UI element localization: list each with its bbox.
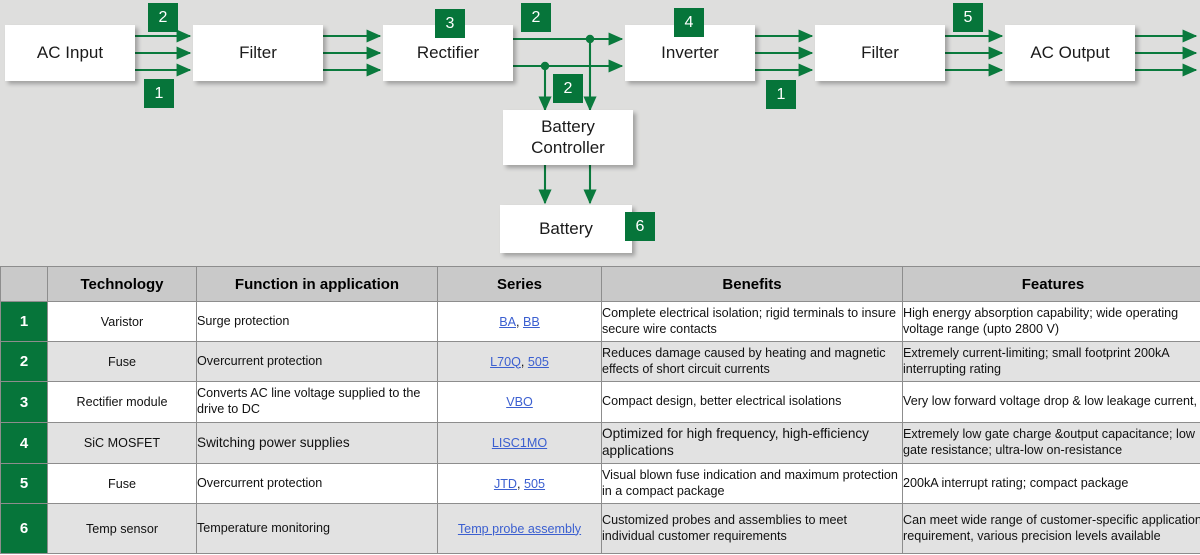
cell-features: Extremely current-limiting; small footpr…	[902, 341, 1200, 382]
badge-battery-branch: 2	[553, 74, 583, 103]
table-row: 5 Fuse Overcurrent protection JTD, 505 V…	[0, 463, 1200, 504]
col-header-technology: Technology	[47, 266, 197, 302]
block-filter-output: Filter	[815, 25, 945, 81]
cell-function: Converts AC line voltage supplied to the…	[196, 381, 438, 423]
table-row: 6 Temp sensor Temperature monitoring Tem…	[0, 503, 1200, 554]
cell-benefits: Optimized for high frequency, high-effic…	[601, 422, 903, 464]
row-index-badge: 3	[0, 381, 48, 423]
series-link[interactable]: BB	[523, 314, 540, 329]
badge-label: 1	[776, 85, 786, 103]
cell-series: VBO	[437, 381, 602, 423]
block-battery: Battery	[500, 205, 632, 253]
cell-features: Extremely low gate charge &output capaci…	[902, 422, 1200, 464]
block-filter-input: Filter	[193, 25, 323, 81]
block-label: AC Output	[1030, 42, 1110, 62]
series-link[interactable]: Temp probe assembly	[457, 521, 582, 536]
component-table: Technology Function in application Serie…	[0, 266, 1200, 554]
series-link[interactable]: 505	[524, 476, 546, 491]
block-label: Filter	[239, 42, 277, 62]
table-row: 3 Rectifier module Converts AC line volt…	[0, 381, 1200, 423]
col-header-features: Features	[902, 266, 1200, 302]
block-label: Inverter	[661, 42, 719, 62]
badge-filter-output: 5	[953, 3, 983, 32]
block-label: Filter	[861, 42, 899, 62]
badge-dc-bus: 2	[521, 3, 551, 32]
series-separator: ,	[517, 476, 525, 491]
badge-inverter: 4	[674, 8, 704, 37]
cell-benefits: Complete electrical isolation; rigid ter…	[601, 301, 903, 342]
series-link[interactable]: VBO	[506, 395, 533, 409]
cell-technology: Rectifier module	[47, 381, 197, 423]
cell-series: JTD, 505	[437, 463, 602, 504]
series-link[interactable]: LISC1MO	[491, 436, 548, 450]
badge-inverter-bottom: 1	[766, 80, 796, 109]
cell-technology: Fuse	[47, 341, 197, 382]
badge-ac-input-bottom: 1	[144, 79, 174, 108]
block-label: Battery	[539, 218, 593, 238]
component-table-wrapper: Technology Function in application Serie…	[0, 266, 1200, 555]
cell-function: Switching power supplies	[196, 422, 438, 464]
series-link[interactable]: L70Q	[490, 354, 521, 369]
cell-technology: Fuse	[47, 463, 197, 504]
badge-label: 2	[531, 8, 541, 26]
table-row: 1 Varistor Surge protection BA, BB Compl…	[0, 301, 1200, 342]
badge-ac-input-top: 2	[148, 3, 178, 32]
cell-features: Can meet wide range of customer-specific…	[902, 503, 1200, 554]
series-separator: ,	[520, 354, 528, 369]
table-row: 2 Fuse Overcurrent protection L70Q, 505 …	[0, 341, 1200, 382]
cell-technology: SiC MOSFET	[47, 422, 197, 464]
table-header: Technology Function in application Serie…	[0, 266, 1200, 302]
badge-label: 5	[963, 8, 973, 26]
ups-block-diagram: AC Input Filter Rectifier Inverter Filte…	[0, 0, 1200, 266]
cell-technology: Temp sensor	[47, 503, 197, 554]
cell-function: Surge protection	[196, 301, 438, 342]
col-header-benefits: Benefits	[601, 266, 903, 302]
series-separator: ,	[516, 314, 523, 329]
cell-benefits: Visual blown fuse indication and maximum…	[601, 463, 903, 504]
cell-function: Overcurrent protection	[196, 341, 438, 382]
cell-features: High energy absorption capability; wide …	[902, 301, 1200, 342]
table-row: 4 SiC MOSFET Switching power supplies LI…	[0, 422, 1200, 464]
badge-label: 2	[158, 8, 168, 26]
block-ac-output: AC Output	[1005, 25, 1135, 81]
cell-features: 200kA interrupt rating; compact package	[902, 463, 1200, 504]
block-label: Battery Controller	[531, 117, 605, 157]
cell-series: BA, BB	[437, 301, 602, 342]
row-index-badge: 6	[0, 503, 48, 554]
cell-function: Temperature monitoring	[196, 503, 438, 554]
cell-series: Temp probe assembly	[437, 503, 602, 554]
col-header-series: Series	[437, 266, 602, 302]
badge-battery: 6	[625, 212, 655, 241]
row-index-badge: 4	[0, 422, 48, 464]
cell-benefits: Reduces damage caused by heating and mag…	[601, 341, 903, 382]
cell-series: L70Q, 505	[437, 341, 602, 382]
row-index-badge: 1	[0, 301, 48, 342]
block-ac-input: AC Input	[5, 25, 135, 81]
table-header-row: Technology Function in application Serie…	[0, 266, 1200, 302]
series-link[interactable]: JTD	[493, 476, 518, 491]
badge-label: 4	[684, 13, 694, 31]
row-index-badge: 5	[0, 463, 48, 504]
badge-label: 6	[635, 217, 645, 235]
row-index-badge: 2	[0, 341, 48, 382]
series-link[interactable]: BA	[499, 314, 516, 329]
block-battery-controller: Battery Controller	[503, 110, 633, 165]
cell-function: Overcurrent protection	[196, 463, 438, 504]
badge-label: 2	[563, 79, 573, 97]
diagram-connectors	[135, 29, 1198, 205]
col-header-index	[0, 266, 48, 302]
badge-label: 1	[154, 84, 164, 102]
cell-technology: Varistor	[47, 301, 197, 342]
cell-benefits: Customized probes and assemblies to meet…	[601, 503, 903, 554]
block-label: Rectifier	[416, 42, 480, 62]
series-link[interactable]: 505	[527, 354, 549, 369]
cell-series: LISC1MO	[437, 422, 602, 464]
table-body: 1 Varistor Surge protection BA, BB Compl…	[0, 301, 1200, 554]
cell-benefits: Compact design, better electrical isolat…	[601, 381, 903, 423]
badge-label: 3	[445, 14, 455, 32]
cell-features: Very low forward voltage drop & low leak…	[902, 381, 1200, 423]
badge-rectifier: 3	[435, 9, 465, 38]
block-label: AC Input	[36, 42, 104, 62]
col-header-function: Function in application	[196, 266, 438, 302]
